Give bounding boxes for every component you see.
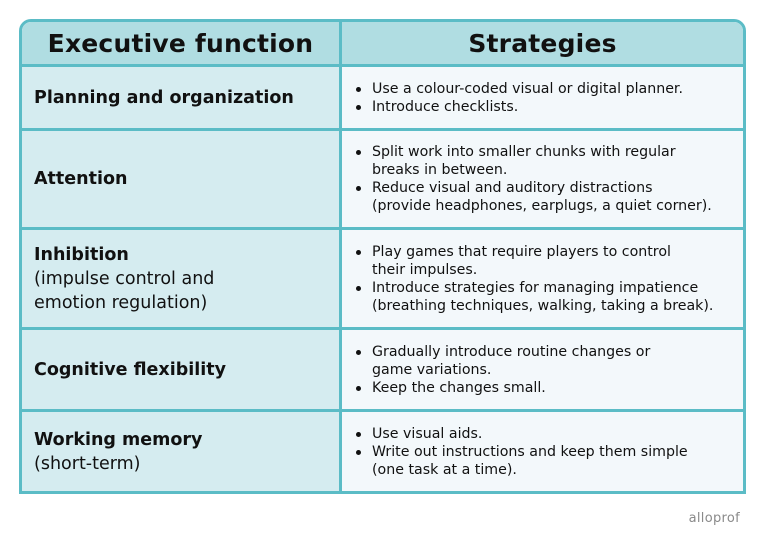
strategy-item: Introduce checklists. xyxy=(354,98,683,116)
strategy-item: Play games that require players to contr… xyxy=(354,243,702,279)
strategy-item: Gradually introduce routine changes or g… xyxy=(354,343,682,379)
strategy-list: Use visual aids. Write out instructions … xyxy=(354,425,714,479)
function-name: Attention xyxy=(34,169,128,189)
strategy-list: Split work into smaller chunks with regu… xyxy=(354,143,714,215)
strategy-item: Reduce visual and auditory distractions … xyxy=(354,179,714,215)
row-function-cell: Planning and organization xyxy=(22,67,342,131)
strategy-item: Write out instructions and keep them sim… xyxy=(354,443,714,479)
function-name: Working memory xyxy=(34,429,203,450)
strategy-item: Use visual aids. xyxy=(354,425,714,443)
row-strategies-cell: Gradually introduce routine changes or g… xyxy=(342,330,743,412)
strategy-list: Play games that require players to contr… xyxy=(354,243,734,315)
row-function-cell: Working memory (short-term) xyxy=(22,412,342,491)
strategy-item: Split work into smaller chunks with regu… xyxy=(354,143,692,179)
function-name: Planning and organization xyxy=(34,87,294,108)
alloprof-logo: alloprof xyxy=(688,511,740,526)
function-note: (short-term) xyxy=(34,453,141,474)
header-executive-function: Executive function xyxy=(22,22,342,67)
strategy-item: Keep the changes small. xyxy=(354,379,682,397)
function-name: Inhibition xyxy=(34,244,129,265)
row-function-cell: Inhibition (impulse control and emotion … xyxy=(22,230,342,330)
row-strategies-cell: Use visual aids. Write out instructions … xyxy=(342,412,743,491)
row-function-cell: Cognitive flexibility xyxy=(22,330,342,412)
strategy-list: Use a colour-coded visual or digital pla… xyxy=(354,80,683,116)
strategy-item: Introduce strategies for managing impati… xyxy=(354,279,734,315)
header-strategies: Strategies xyxy=(342,22,743,67)
strategy-list: Gradually introduce routine changes or g… xyxy=(354,343,682,397)
function-note: (impulse control and emotion regulation) xyxy=(34,268,215,313)
strategy-item: Use a colour-coded visual or digital pla… xyxy=(354,80,683,98)
function-name: Cognitive flexibility xyxy=(34,359,227,380)
row-strategies-cell: Play games that require players to contr… xyxy=(342,230,743,330)
row-function-cell: Attention xyxy=(22,131,342,230)
row-strategies-cell: Use a colour-coded visual or digital pla… xyxy=(342,67,743,131)
row-strategies-cell: Split work into smaller chunks with regu… xyxy=(342,131,743,230)
executive-function-table: Executive function Strategies Planning a… xyxy=(19,19,746,494)
